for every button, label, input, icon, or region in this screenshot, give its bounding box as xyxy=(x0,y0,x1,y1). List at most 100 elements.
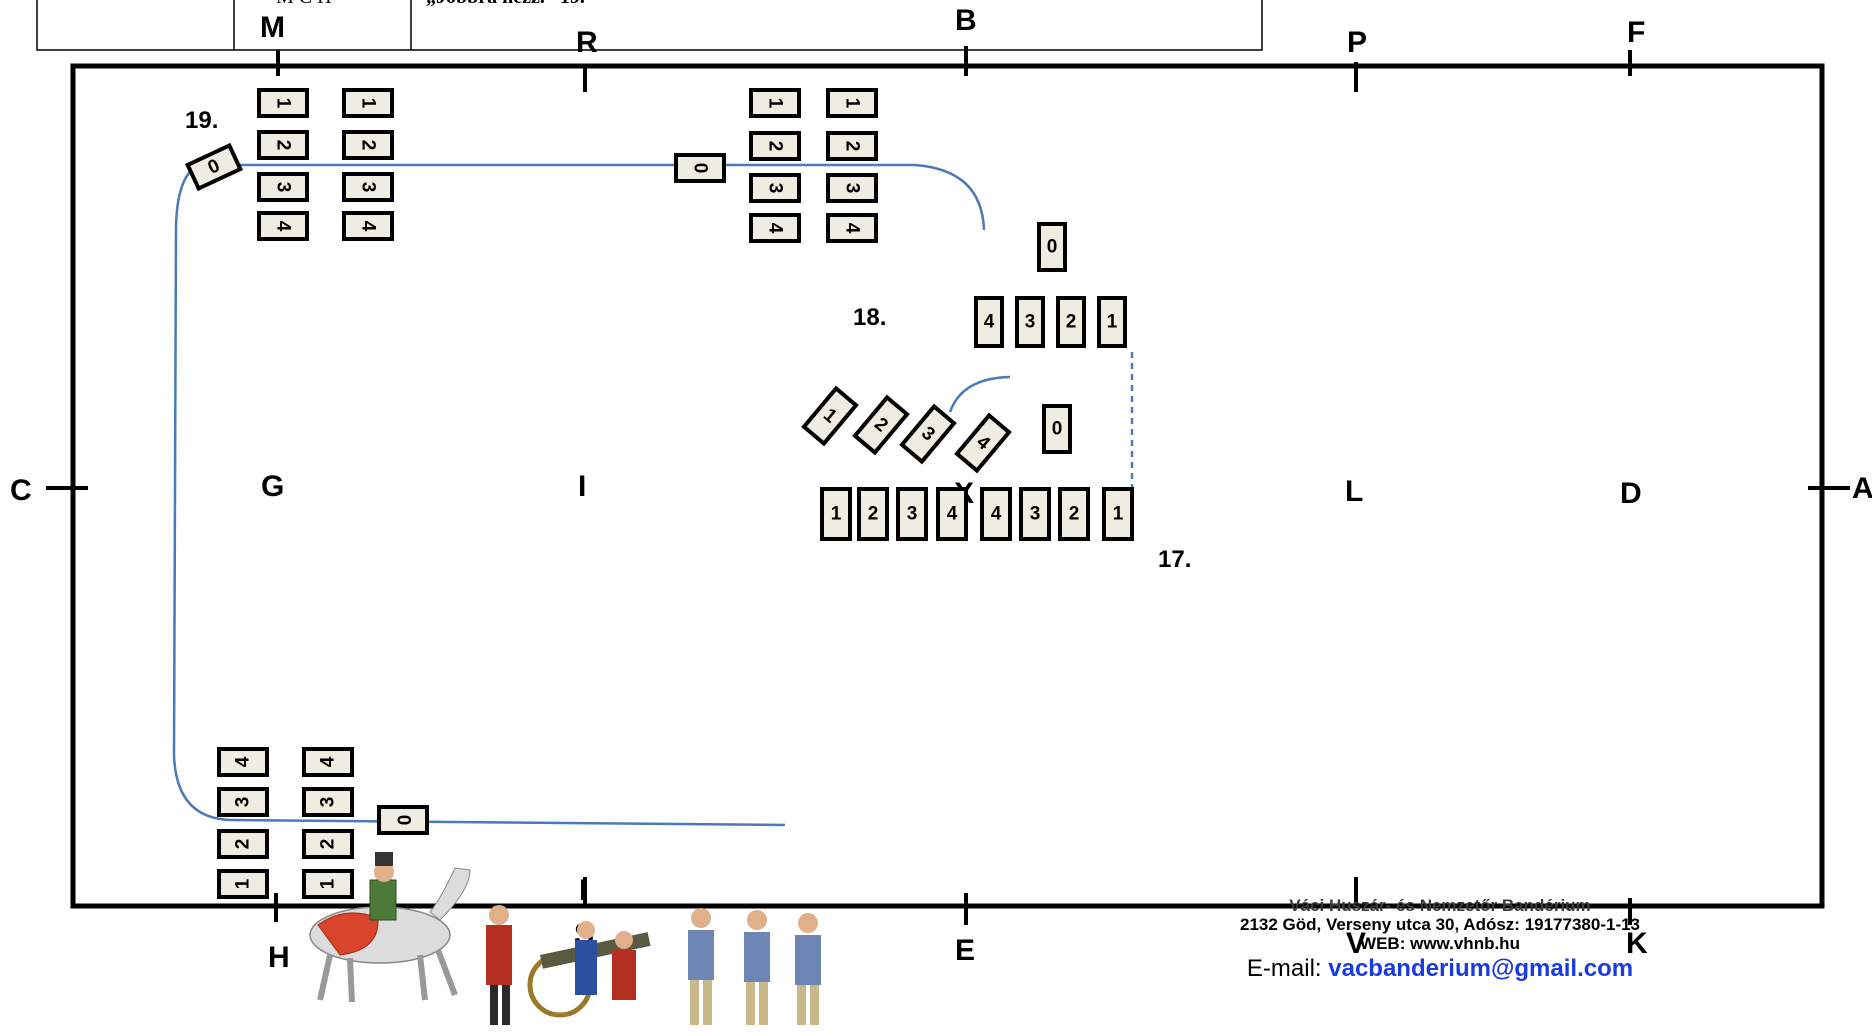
rider-box-frame xyxy=(302,747,354,777)
rider-box-frame xyxy=(896,487,928,541)
rider-box-label: 3 xyxy=(318,797,339,808)
rider-box-label: 2 xyxy=(765,141,786,152)
letter-c: C xyxy=(10,474,32,507)
leader-box: 0 xyxy=(377,805,429,835)
rider-box: 3 xyxy=(899,403,957,465)
letter-a: A xyxy=(1852,472,1872,505)
rider-box-label: 2 xyxy=(842,141,863,152)
rider-box-frame xyxy=(302,829,354,859)
rider-box: 3 xyxy=(1015,296,1045,348)
rider-box: 3 xyxy=(749,173,801,203)
rider-box-frame xyxy=(257,211,309,241)
rider-box-label: 2 xyxy=(318,839,339,850)
header-cell-right: „Jobbra nézz.” 19. xyxy=(426,0,585,8)
rider-box-label: 2 xyxy=(868,504,879,525)
rider-box-label: 1 xyxy=(358,98,379,109)
rider-box: 3 xyxy=(826,173,878,203)
rider-box-frame xyxy=(257,130,309,160)
rider-box-label: 4 xyxy=(991,504,1002,525)
rider-box-frame xyxy=(749,131,801,161)
rider-box: 1 xyxy=(826,88,878,118)
rider-box-frame xyxy=(826,88,878,118)
rider-box-frame xyxy=(1097,296,1127,348)
rider-box-frame xyxy=(257,172,309,202)
letter-i: I xyxy=(578,470,586,503)
rider-box-frame xyxy=(974,296,1004,348)
rider-box: 4 xyxy=(342,211,394,241)
letter-p: P xyxy=(1347,26,1367,59)
leader-box: 0 xyxy=(185,142,243,192)
rider-box-frame xyxy=(826,131,878,161)
rider-box: 2 xyxy=(1056,296,1086,348)
rider-box-label: 2 xyxy=(233,839,254,850)
rider-box-label: 0 xyxy=(690,163,711,174)
rider-box: 2 xyxy=(1058,487,1090,541)
rider-box-frame xyxy=(302,869,354,899)
rider-box-label: 4 xyxy=(984,312,995,333)
horse-rider-figure xyxy=(309,852,471,1003)
arena-letters: M R B P F H S E V K C A G I X L D I xyxy=(10,4,1872,974)
track-turn-arc xyxy=(948,375,1011,413)
rider-box-label: 4 xyxy=(947,504,958,525)
figure-label-17: 17. xyxy=(1158,546,1191,573)
rider-box-frame xyxy=(1058,487,1090,541)
leader-box: 0 xyxy=(1042,404,1072,454)
rider-box-frame xyxy=(852,394,910,456)
track-top-curve xyxy=(914,163,986,231)
track-bottom-line xyxy=(229,818,786,827)
letter-h: H xyxy=(268,941,290,974)
rider-box-frame xyxy=(1102,487,1134,541)
rider-box: 2 xyxy=(826,131,878,161)
rider-box: 3 xyxy=(257,172,309,202)
footer-web: WEB: www.vhnb.hu xyxy=(1360,934,1520,953)
footer-contact: Váci Huszár- és Nemzetőr Bandérium 2132 … xyxy=(1180,896,1700,983)
rider-box-label: 0 xyxy=(1052,419,1063,440)
rider-box: 2 xyxy=(257,130,309,160)
rider-box-label: 1 xyxy=(1107,312,1118,333)
rider-box-frame xyxy=(217,869,269,899)
rider-box: 4 xyxy=(217,747,269,777)
rider-box-frame xyxy=(217,747,269,777)
rider-box-label: 1 xyxy=(233,878,254,889)
rider-box-frame xyxy=(980,487,1012,541)
rider-box: 1 xyxy=(302,869,354,899)
rider-box: 1 xyxy=(257,88,309,118)
rider-box-label: 4 xyxy=(358,221,379,232)
rider-box: 3 xyxy=(342,172,394,202)
rider-box: 4 xyxy=(980,487,1012,541)
rider-box-label: 0 xyxy=(1047,237,1058,258)
footer-org: Váci Huszár- és Nemzetőr Bandérium xyxy=(1289,896,1591,915)
rider-box: 3 xyxy=(1019,487,1051,541)
letter-v: V xyxy=(1346,927,1366,960)
rider-box: 1 xyxy=(1102,487,1134,541)
rider-box-frame xyxy=(342,88,394,118)
footer-email[interactable]: vacbanderium@gmail.com xyxy=(1328,955,1634,982)
footer-email-label: E-mail: xyxy=(1246,955,1322,982)
rider-box-frame xyxy=(377,805,429,835)
rider-box-label: 1 xyxy=(273,98,294,109)
rider-box-label: 2 xyxy=(1066,312,1077,333)
rider-box-frame xyxy=(936,487,968,541)
letter-k: K xyxy=(1626,927,1648,960)
rider-box: 1 xyxy=(217,869,269,899)
rider-box-label: 4 xyxy=(765,223,786,234)
rider-box: 1 xyxy=(1097,296,1127,348)
footer-email-line: E-mail: vacbanderium@gmail.com xyxy=(1180,955,1700,983)
rider-box-frame xyxy=(257,88,309,118)
rider-box: 2 xyxy=(342,130,394,160)
rider-box: 4 xyxy=(257,211,309,241)
rider-box: 4 xyxy=(749,213,801,243)
rider-box-frame xyxy=(1015,296,1045,348)
letter-l: L xyxy=(1345,475,1363,508)
rider-box: 2 xyxy=(217,829,269,859)
leader-box: 0 xyxy=(674,153,726,183)
rider-box: 4 xyxy=(954,412,1012,474)
rider-box-frame xyxy=(342,211,394,241)
header-cell-left: M C H xyxy=(276,0,332,8)
rider-box: 3 xyxy=(302,787,354,817)
rider-box-frame xyxy=(954,412,1012,474)
rider-box-frame xyxy=(217,829,269,859)
rider-box: 2 xyxy=(749,131,801,161)
rider-box: 4 xyxy=(936,487,968,541)
rider-box-label: 3 xyxy=(842,183,863,194)
